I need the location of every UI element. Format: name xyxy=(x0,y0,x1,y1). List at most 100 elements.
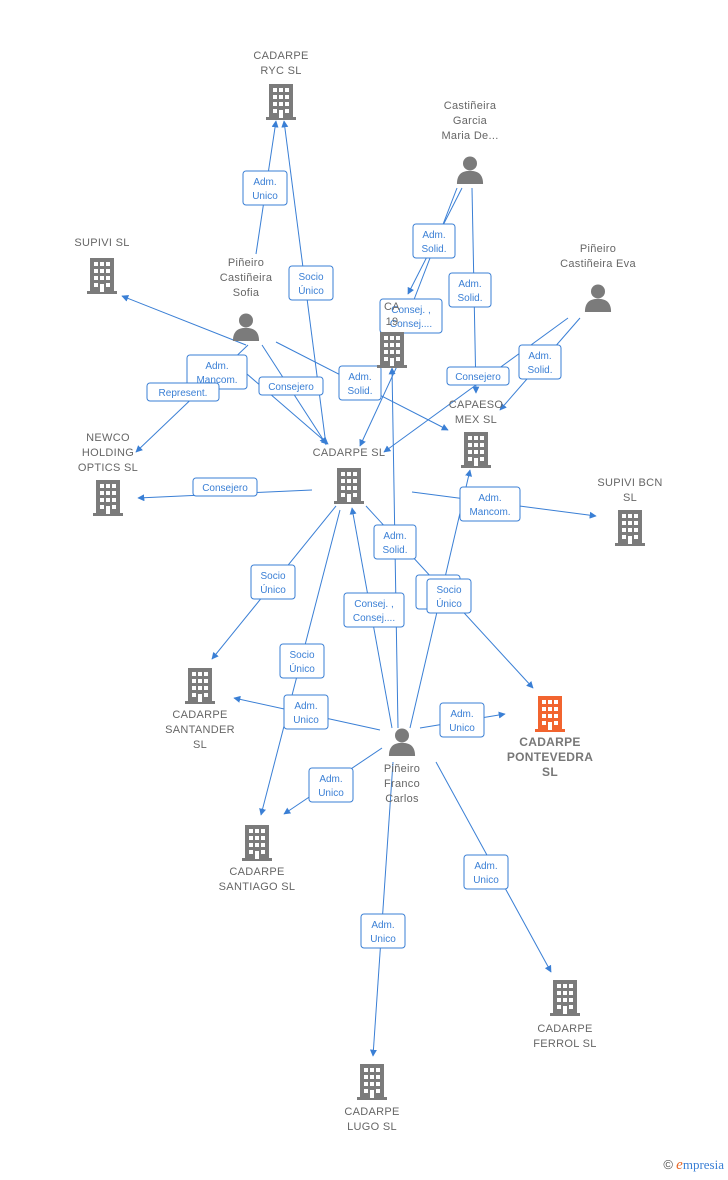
building-icon xyxy=(461,432,491,468)
relation-label-box xyxy=(446,366,510,386)
node-label: Castiñeira xyxy=(220,272,273,284)
relation-label-r4[interactable]: Adm.Solid. xyxy=(448,272,492,308)
relation-label-text: Solid. xyxy=(382,545,407,556)
node-label: 19 xyxy=(386,316,399,328)
node-label: Carlos xyxy=(385,793,419,805)
relation-label-text: Consej.... xyxy=(353,613,395,624)
relation-label-r16[interactable]: Consej. , Consej.... xyxy=(343,592,405,628)
node-label: PONTEVEDRA xyxy=(507,750,593,764)
node-label: CADARPE SL xyxy=(313,447,386,459)
node-label: MEX SL xyxy=(455,414,497,426)
building-icon xyxy=(242,825,272,861)
node-label: CADARPE xyxy=(344,1106,399,1118)
node-label: OPTICS SL xyxy=(78,462,138,474)
relation-label-text: Adm. xyxy=(205,361,228,372)
relation-label-text: Adm. xyxy=(422,230,445,241)
relation-label-text: Unico xyxy=(252,191,278,202)
building-icon xyxy=(93,480,123,516)
relation-label-r12[interactable]: Consejero xyxy=(192,477,258,497)
relation-label-r20[interactable]: Adm.Unico xyxy=(283,694,329,730)
relation-label-r21[interactable]: Adm.Unico xyxy=(308,767,354,803)
node-cadarpe[interactable]: CADARPE SL xyxy=(313,447,386,504)
building-icon xyxy=(377,332,407,368)
relation-label-box xyxy=(258,376,324,396)
relation-label-r5[interactable]: Consej. ,Consej.... xyxy=(379,298,443,334)
relation-label-text: Adm. xyxy=(371,920,394,931)
copyright-symbol: © xyxy=(663,1157,673,1172)
relation-label-text: Socio xyxy=(289,650,314,661)
node-label: CADARPE xyxy=(253,50,308,62)
relation-label-box xyxy=(412,223,456,259)
relation-label-text: Consej. , xyxy=(391,305,430,316)
node-label: SUPIVI BCN xyxy=(597,477,662,489)
relation-label-r9[interactable]: Consejero xyxy=(258,376,324,396)
relation-label-r1[interactable]: Adm.Unico xyxy=(242,170,288,206)
relation-label-box xyxy=(279,643,325,679)
edges xyxy=(121,120,597,1057)
relation-label-r6[interactable]: Adm. Solid. xyxy=(518,344,562,380)
relation-label-text: Adm. xyxy=(478,493,501,504)
node-label: SANTANDER xyxy=(165,724,235,736)
relation-label-box xyxy=(426,578,472,614)
relation-label-box xyxy=(308,767,354,803)
relation-label-r14[interactable]: Adm. Solid. xyxy=(373,524,417,560)
node-label: SUPIVI SL xyxy=(74,237,129,249)
relation-label-text: Adm. xyxy=(528,351,551,362)
relation-label-r3[interactable]: Adm. Solid. xyxy=(412,223,456,259)
node-label: CADARPE xyxy=(519,735,580,749)
relation-label-text: Solid. xyxy=(527,365,552,376)
brand-footer: © empresia xyxy=(663,1157,724,1174)
brand-initial: e xyxy=(676,1157,683,1173)
relation-label-text: Adm. xyxy=(383,531,406,542)
relation-label-box xyxy=(242,170,288,206)
node-label: CADARPE xyxy=(172,709,227,721)
relation-label-r7[interactable]: Adm.Mancom. xyxy=(186,354,248,390)
relation-label-text: Consejero xyxy=(455,372,501,383)
relation-label-text: Adm. xyxy=(294,701,317,712)
node-label: Maria De... xyxy=(441,130,498,142)
relation-label-r24[interactable]: Adm.Unico xyxy=(360,913,406,949)
relation-label-box xyxy=(283,694,329,730)
node-label: SL xyxy=(542,765,558,779)
relation-label-text: Solid. xyxy=(421,244,446,255)
node-label: Franco xyxy=(384,778,420,790)
node-label: FERROL SL xyxy=(533,1038,596,1050)
relation-label-r11[interactable]: Consejero xyxy=(446,366,510,386)
relation-label-r13[interactable]: Adm.Mancom. xyxy=(459,486,521,522)
relation-label-text: Unico xyxy=(449,723,475,734)
relation-label-box xyxy=(518,344,562,380)
relation-label-text: Unico xyxy=(473,875,499,886)
relation-labels: Adm.UnicoSocioÚnicoAdm.Solid.Adm.Solid.C… xyxy=(146,170,562,949)
relation-label-text: Consej. , xyxy=(354,599,393,610)
relation-label-text: Consejero xyxy=(202,483,248,494)
relation-label-text: Consejero xyxy=(268,382,314,393)
relation-label-r10[interactable]: Adm.Solid. xyxy=(338,365,382,401)
relation-label-r8[interactable]: Represent. xyxy=(146,382,220,402)
relation-label-r22[interactable]: Adm.Unico xyxy=(439,702,485,738)
relation-label-r23[interactable]: Adm.Unico xyxy=(463,854,509,890)
person-icon xyxy=(232,313,260,341)
building-icon xyxy=(615,510,645,546)
relation-label-text: Unico xyxy=(318,788,344,799)
node-supivi[interactable]: SUPIVI SL xyxy=(74,237,129,294)
relation-edge-26 xyxy=(369,761,394,1057)
